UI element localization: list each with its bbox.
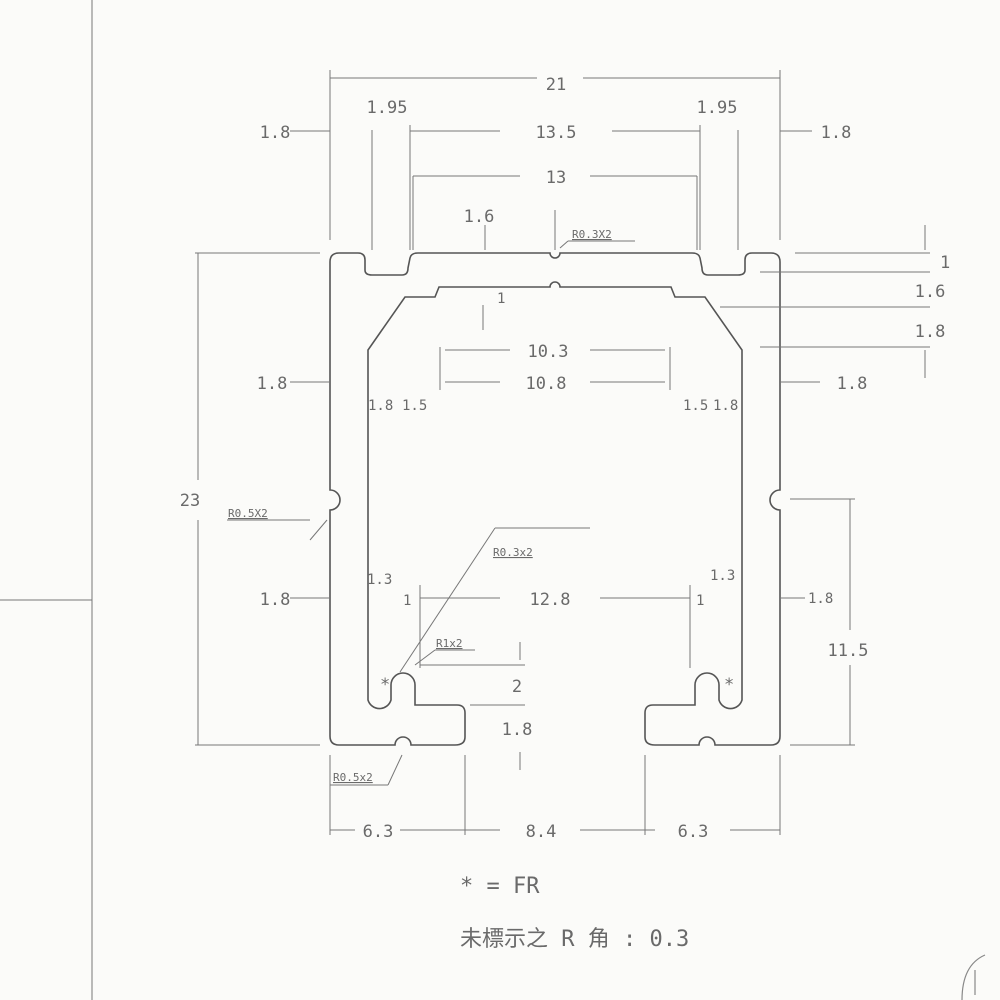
dim-bottom-left: 6.3 [363, 822, 394, 842]
dim-tip-height: 2 [512, 677, 522, 697]
dim-overall-width: 21 [546, 75, 566, 95]
fr-mark-right: * [724, 675, 734, 695]
dim-top-left-wall: 1.8 [260, 123, 291, 143]
legend-fr-note: * = FR [460, 874, 540, 899]
dim-overall-height: 23 [180, 491, 200, 511]
dim-right-step-1: 1 [940, 253, 950, 273]
profile-outline [329, 252, 781, 746]
dim-base-thickness: 1.8 [502, 720, 533, 740]
dim-mid-right-wall: 1.8 [837, 374, 868, 394]
dim-bottom-mid: 8.4 [526, 822, 557, 842]
dim-inner-step: 1 [497, 291, 505, 307]
dim-top-left-flange: 1.95 [367, 98, 408, 118]
dim-bottom-right: 6.3 [678, 822, 709, 842]
dim-right-height: 11.5 [828, 641, 869, 661]
unmarked-radius-note: 未標示之 R 角 : 0.3 [460, 927, 689, 952]
dim-lower-left-tip: 1 [403, 593, 411, 609]
dim-mid-left-b: 1.5 [402, 398, 427, 414]
note-top-groove-radius: R0.3X2 [572, 228, 612, 241]
dim-lower-left-wall: 1.8 [260, 590, 291, 610]
dim-lower-gap: 12.8 [530, 590, 571, 610]
fr-mark-left: * [380, 675, 390, 695]
dim-lower-left-slot: 1.3 [367, 572, 392, 588]
dim-top-outer-gap: 13.5 [536, 123, 577, 143]
dim-inner-gap-lower: 10.8 [526, 374, 567, 394]
dim-top-right-flange: 1.95 [697, 98, 738, 118]
note-bottom-groove-radius: R0.5x2 [333, 771, 373, 784]
note-lower-tip-radius: R0.3x2 [493, 546, 533, 559]
note-side-groove-radius: R0.5X2 [228, 507, 268, 520]
dim-lower-right-slot: 1.3 [710, 568, 735, 584]
dim-right-step-3: 1.8 [915, 322, 946, 342]
dim-mid-left-wall: 1.8 [257, 374, 288, 394]
dim-right-step-2: 1.6 [915, 282, 946, 302]
dim-mid-right-a: 1.5 [683, 398, 708, 414]
dim-lower-right-tip: 1 [696, 593, 704, 609]
dim-lower-right-wall: 1.8 [808, 591, 833, 607]
dim-mid-left-a: 1.8 [368, 398, 393, 414]
dim-mid-right-b: 1.8 [713, 398, 738, 414]
note-tip-radius: R1x2 [436, 637, 463, 650]
dimension-lines [195, 70, 930, 835]
dim-top-thickness: 1.6 [464, 207, 495, 227]
dim-top-right-wall: 1.8 [821, 123, 852, 143]
handwritten-mark [961, 954, 986, 1000]
dim-inner-gap-upper: 10.3 [528, 342, 569, 362]
dim-top-inner-gap: 13 [546, 168, 566, 188]
